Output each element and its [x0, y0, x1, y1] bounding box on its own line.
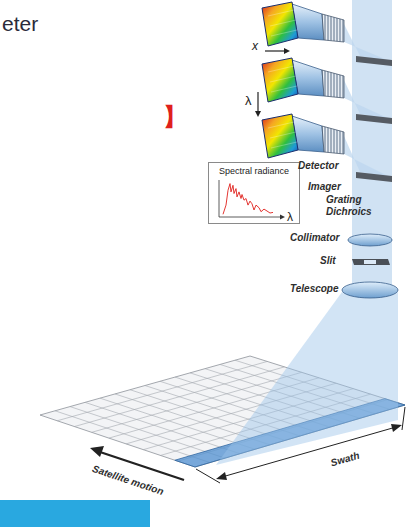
inset-box: Spectral radiance λ [208, 162, 300, 224]
axis-label: x [252, 40, 258, 53]
grid-line [55, 411, 210, 463]
axis-label: λ [245, 94, 252, 108]
axis-label: λ [287, 210, 293, 224]
part-label: Collimator [290, 232, 339, 243]
plot-axis [219, 180, 283, 217]
grid-line [70, 407, 225, 459]
spectrometer-channel [262, 58, 344, 102]
swath-arrow [196, 407, 405, 483]
part-label: Telescope [290, 283, 339, 294]
part-label: Dichroics [326, 206, 372, 217]
axis-arrow [255, 111, 261, 117]
dichroic [356, 56, 392, 66]
part-label: Slit [320, 255, 336, 266]
collimator-lens [348, 234, 392, 246]
swath-arrow [196, 469, 220, 483]
bracket-mark: 】 [163, 104, 187, 130]
axis-arrow [284, 48, 290, 54]
slit-opening [364, 260, 376, 264]
title-bar [0, 500, 150, 527]
light-cone [216, 292, 398, 465]
axis-arrow [265, 50, 286, 51]
motion-arrow [90, 446, 104, 457]
spectrum-curve [223, 184, 273, 215]
axis-arrow [257, 92, 258, 112]
swath-arrow [402, 407, 405, 430]
telescope-lens [342, 282, 398, 298]
axis-arrow [255, 48, 290, 117]
spectrometer-channel [262, 2, 344, 46]
inset-title: Spectral radiance [209, 163, 299, 176]
motion-label: Satellite motion [91, 463, 165, 497]
light-beam [352, 0, 392, 290]
part-label: Grating [326, 194, 362, 205]
part-label: Detector [298, 160, 339, 171]
part-label: Imager [308, 181, 341, 192]
dichroic [356, 114, 392, 124]
light-beam [344, 136, 392, 178]
spectrometer-channel [262, 114, 344, 158]
swath-arrow [222, 427, 396, 477]
swath-arrow [216, 472, 227, 480]
swath-arrow [391, 424, 402, 432]
title: eter [2, 12, 38, 35]
swath-label: Swath [329, 450, 360, 469]
dichroic [356, 172, 392, 182]
slit [352, 259, 390, 265]
light-beam [344, 24, 392, 62]
plot-arrowhead [280, 215, 285, 220]
light-beam [344, 80, 392, 120]
